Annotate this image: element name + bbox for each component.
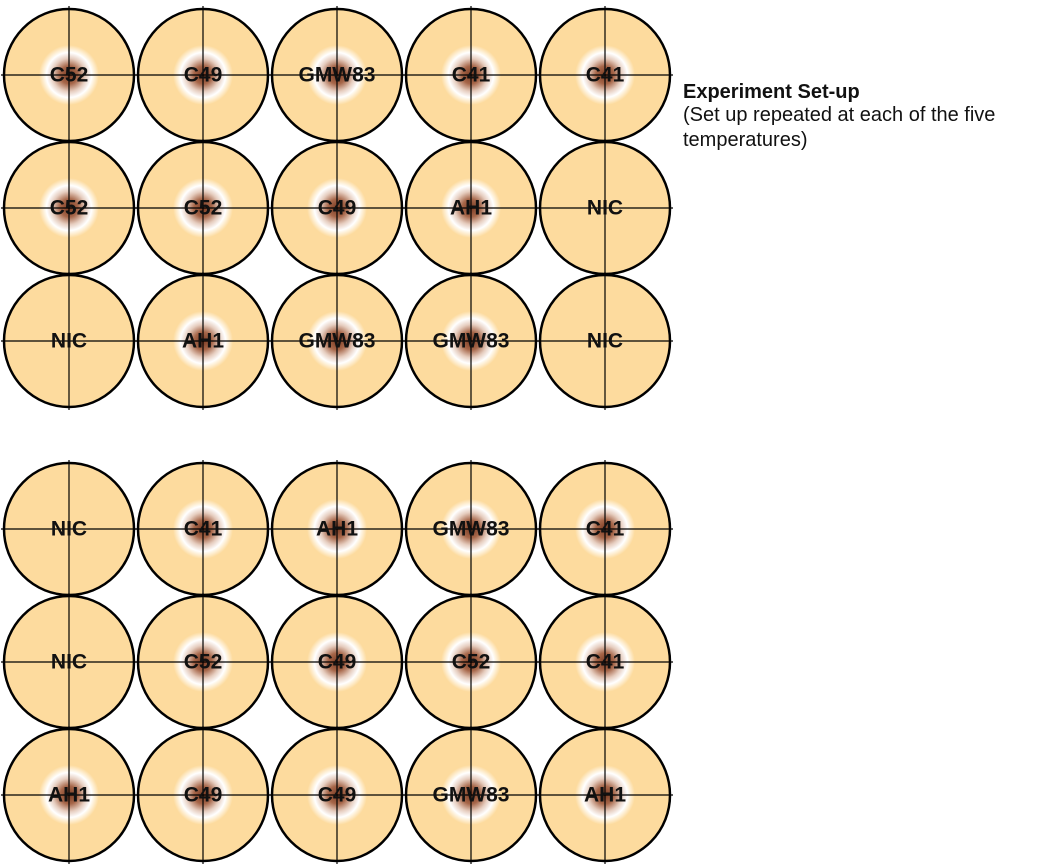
petri-dish: GMW83 bbox=[403, 726, 539, 864]
dish-label: GMW83 bbox=[432, 784, 509, 807]
petri-dish: C41 bbox=[403, 6, 539, 144]
petri-dish: NIC bbox=[1, 593, 137, 731]
dish-label: C52 bbox=[184, 197, 223, 220]
dish-label: AH1 bbox=[316, 518, 358, 541]
dish-label: GMW83 bbox=[298, 330, 375, 353]
petri-dish: C52 bbox=[1, 139, 137, 277]
petri-dish: AH1 bbox=[1, 726, 137, 864]
petri-dish: GMW83 bbox=[269, 6, 405, 144]
dish-label: C49 bbox=[184, 64, 223, 87]
dish-label: GMW83 bbox=[432, 518, 509, 541]
dish-label: AH1 bbox=[450, 197, 492, 220]
dish-label: C52 bbox=[50, 197, 89, 220]
dish-label: NIC bbox=[51, 518, 87, 541]
petri-dish: AH1 bbox=[135, 272, 271, 410]
petri-dish: C41 bbox=[537, 6, 673, 144]
petri-dish: C49 bbox=[269, 726, 405, 864]
dish-label: C52 bbox=[452, 651, 491, 674]
petri-dish: C52 bbox=[135, 593, 271, 731]
dish-label: NIC bbox=[51, 330, 87, 353]
petri-dish: NIC bbox=[1, 272, 137, 410]
petri-dish: NIC bbox=[537, 272, 673, 410]
dish-label: NIC bbox=[587, 330, 623, 353]
petri-dish: C49 bbox=[135, 726, 271, 864]
petri-dish: AH1 bbox=[403, 139, 539, 277]
dish-label: C41 bbox=[586, 518, 625, 541]
petri-dish: GMW83 bbox=[403, 460, 539, 598]
dish-label: C41 bbox=[586, 64, 625, 87]
dish-label: AH1 bbox=[48, 784, 90, 807]
petri-dish: NIC bbox=[1, 460, 137, 598]
petri-dish: AH1 bbox=[269, 460, 405, 598]
petri-dish: C52 bbox=[403, 593, 539, 731]
setup-note: (Set up repeated at each of the five tem… bbox=[683, 104, 996, 151]
dish-label: C41 bbox=[586, 651, 625, 674]
dish-label: NIC bbox=[51, 651, 87, 674]
dish-label: C49 bbox=[184, 784, 223, 807]
dish-label: C52 bbox=[184, 651, 223, 674]
petri-dish: C49 bbox=[269, 593, 405, 731]
petri-dish: C49 bbox=[135, 6, 271, 144]
petri-dish: C52 bbox=[135, 139, 271, 277]
dish-label: NIC bbox=[587, 197, 623, 220]
dish-label: GMW83 bbox=[298, 64, 375, 87]
dish-label: C49 bbox=[318, 197, 357, 220]
dish-label: AH1 bbox=[182, 330, 224, 353]
petri-dish: C41 bbox=[537, 593, 673, 731]
dish-label: C41 bbox=[452, 64, 491, 87]
petri-dish: GMW83 bbox=[403, 272, 539, 410]
dish-label: C41 bbox=[184, 518, 223, 541]
setup-title: Experiment Set-up bbox=[683, 81, 860, 103]
petri-dish: C41 bbox=[537, 460, 673, 598]
petri-dish: C49 bbox=[269, 139, 405, 277]
petri-dish: C41 bbox=[135, 460, 271, 598]
petri-dish: GMW83 bbox=[269, 272, 405, 410]
dish-label: AH1 bbox=[584, 784, 626, 807]
petri-dish: AH1 bbox=[537, 726, 673, 864]
dish-label: C49 bbox=[318, 651, 357, 674]
dish-label: C52 bbox=[50, 64, 89, 87]
petri-dish: NIC bbox=[537, 139, 673, 277]
petri-dish: C52 bbox=[1, 6, 137, 144]
dish-label: GMW83 bbox=[432, 330, 509, 353]
dish-label: C49 bbox=[318, 784, 357, 807]
